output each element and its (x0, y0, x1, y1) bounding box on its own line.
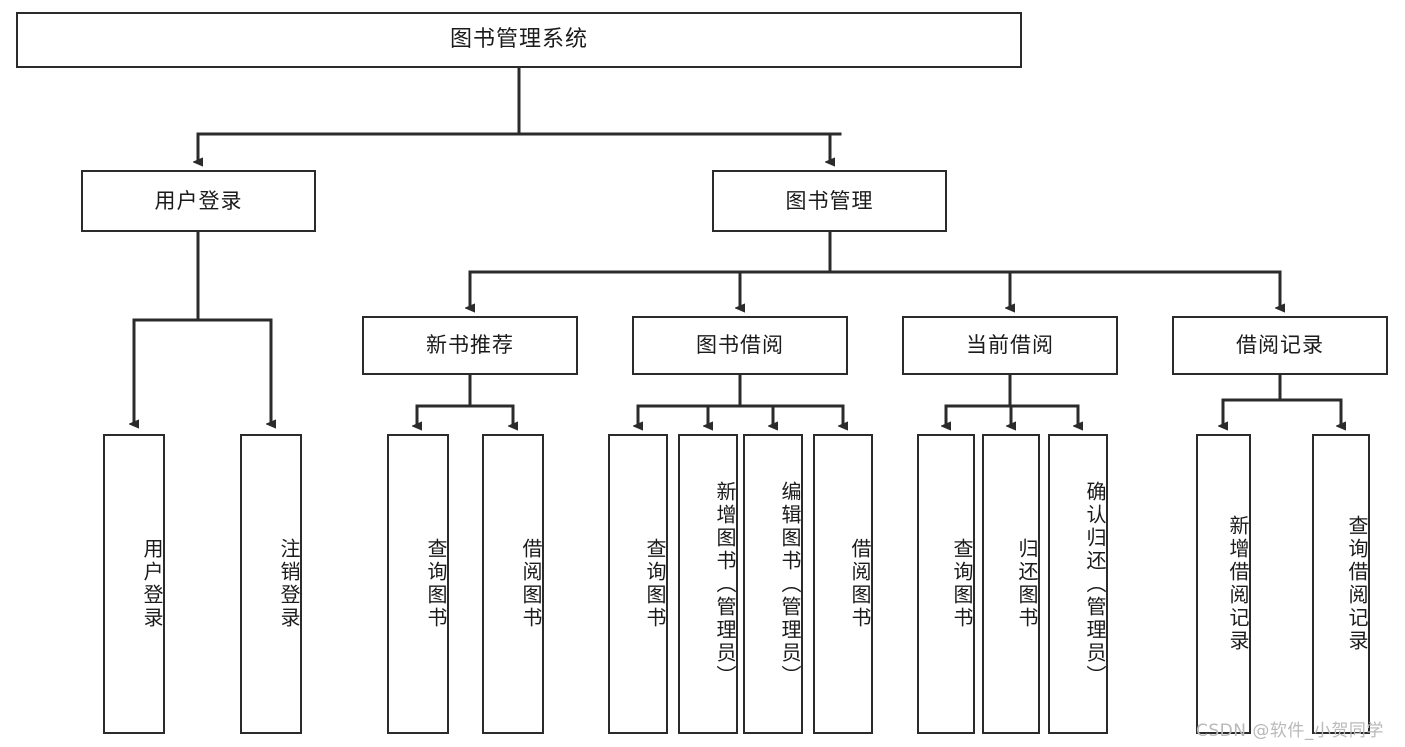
watermark: CSDN @软件_小贺同学 (1196, 721, 1384, 741)
node-leaf-add-borrow-record[interactable]: 新增借阅记录 (1196, 434, 1251, 734)
node-leaf-logout-label: 注销登录 (277, 538, 301, 630)
node-leaf-query-book-3-label: 查询图书 (950, 538, 974, 630)
node-leaf-query-borrow-record[interactable]: 查询借阅记录 (1312, 434, 1370, 734)
node-book-manage-label: 图书管理 (785, 188, 874, 213)
node-leaf-edit-book-admin-label: 编辑图书（管理员） (778, 480, 802, 688)
node-leaf-query-book-2[interactable]: 查询图书 (608, 434, 668, 734)
node-leaf-query-book-2-label: 查询图书 (643, 538, 667, 630)
node-book-borrow-label: 图书借阅 (696, 333, 784, 358)
node-leaf-edit-book-admin[interactable]: 编辑图书（管理员） (743, 434, 803, 734)
node-leaf-query-book-1-label: 查询图书 (424, 538, 448, 630)
node-leaf-confirm-return-admin-label: 确认归还（管理员） (1083, 480, 1107, 688)
node-current-borrow-label: 当前借阅 (966, 333, 1054, 358)
node-user-login-label: 用户登录 (154, 188, 243, 213)
node-leaf-borrow-book-1-label: 借阅图书 (519, 538, 543, 630)
node-leaf-add-book-admin-label: 新增图书（管理员） (713, 480, 737, 688)
node-book-manage[interactable]: 图书管理 (712, 170, 947, 232)
node-leaf-return-book-label: 归还图书 (1015, 538, 1039, 630)
node-current-borrow[interactable]: 当前借阅 (902, 316, 1118, 375)
node-user-login[interactable]: 用户登录 (81, 170, 316, 232)
node-leaf-logout[interactable]: 注销登录 (240, 434, 302, 734)
node-book-borrow[interactable]: 图书借阅 (632, 316, 848, 375)
node-leaf-query-book-1[interactable]: 查询图书 (387, 434, 449, 734)
node-leaf-add-book-admin[interactable]: 新增图书（管理员） (678, 434, 738, 734)
node-leaf-add-borrow-record-label: 新增借阅记录 (1226, 515, 1250, 653)
node-leaf-confirm-return-admin[interactable]: 确认归还（管理员） (1048, 434, 1108, 734)
node-leaf-user-login-label: 用户登录 (140, 538, 164, 630)
node-leaf-borrow-book-1[interactable]: 借阅图书 (482, 434, 544, 734)
node-root-label: 图书管理系统 (449, 27, 588, 53)
node-borrow-record[interactable]: 借阅记录 (1172, 316, 1388, 375)
node-leaf-query-book-3[interactable]: 查询图书 (917, 434, 975, 734)
node-leaf-query-borrow-record-label: 查询借阅记录 (1345, 515, 1369, 653)
node-new-book-rec[interactable]: 新书推荐 (362, 316, 578, 375)
node-root[interactable]: 图书管理系统 (16, 12, 1022, 68)
node-new-book-rec-label: 新书推荐 (426, 333, 514, 358)
node-leaf-user-login[interactable]: 用户登录 (103, 434, 165, 734)
node-borrow-record-label: 借阅记录 (1236, 333, 1324, 358)
node-leaf-borrow-book-2-label: 借阅图书 (848, 538, 872, 630)
node-leaf-borrow-book-2[interactable]: 借阅图书 (813, 434, 873, 734)
node-leaf-return-book[interactable]: 归还图书 (982, 434, 1040, 734)
